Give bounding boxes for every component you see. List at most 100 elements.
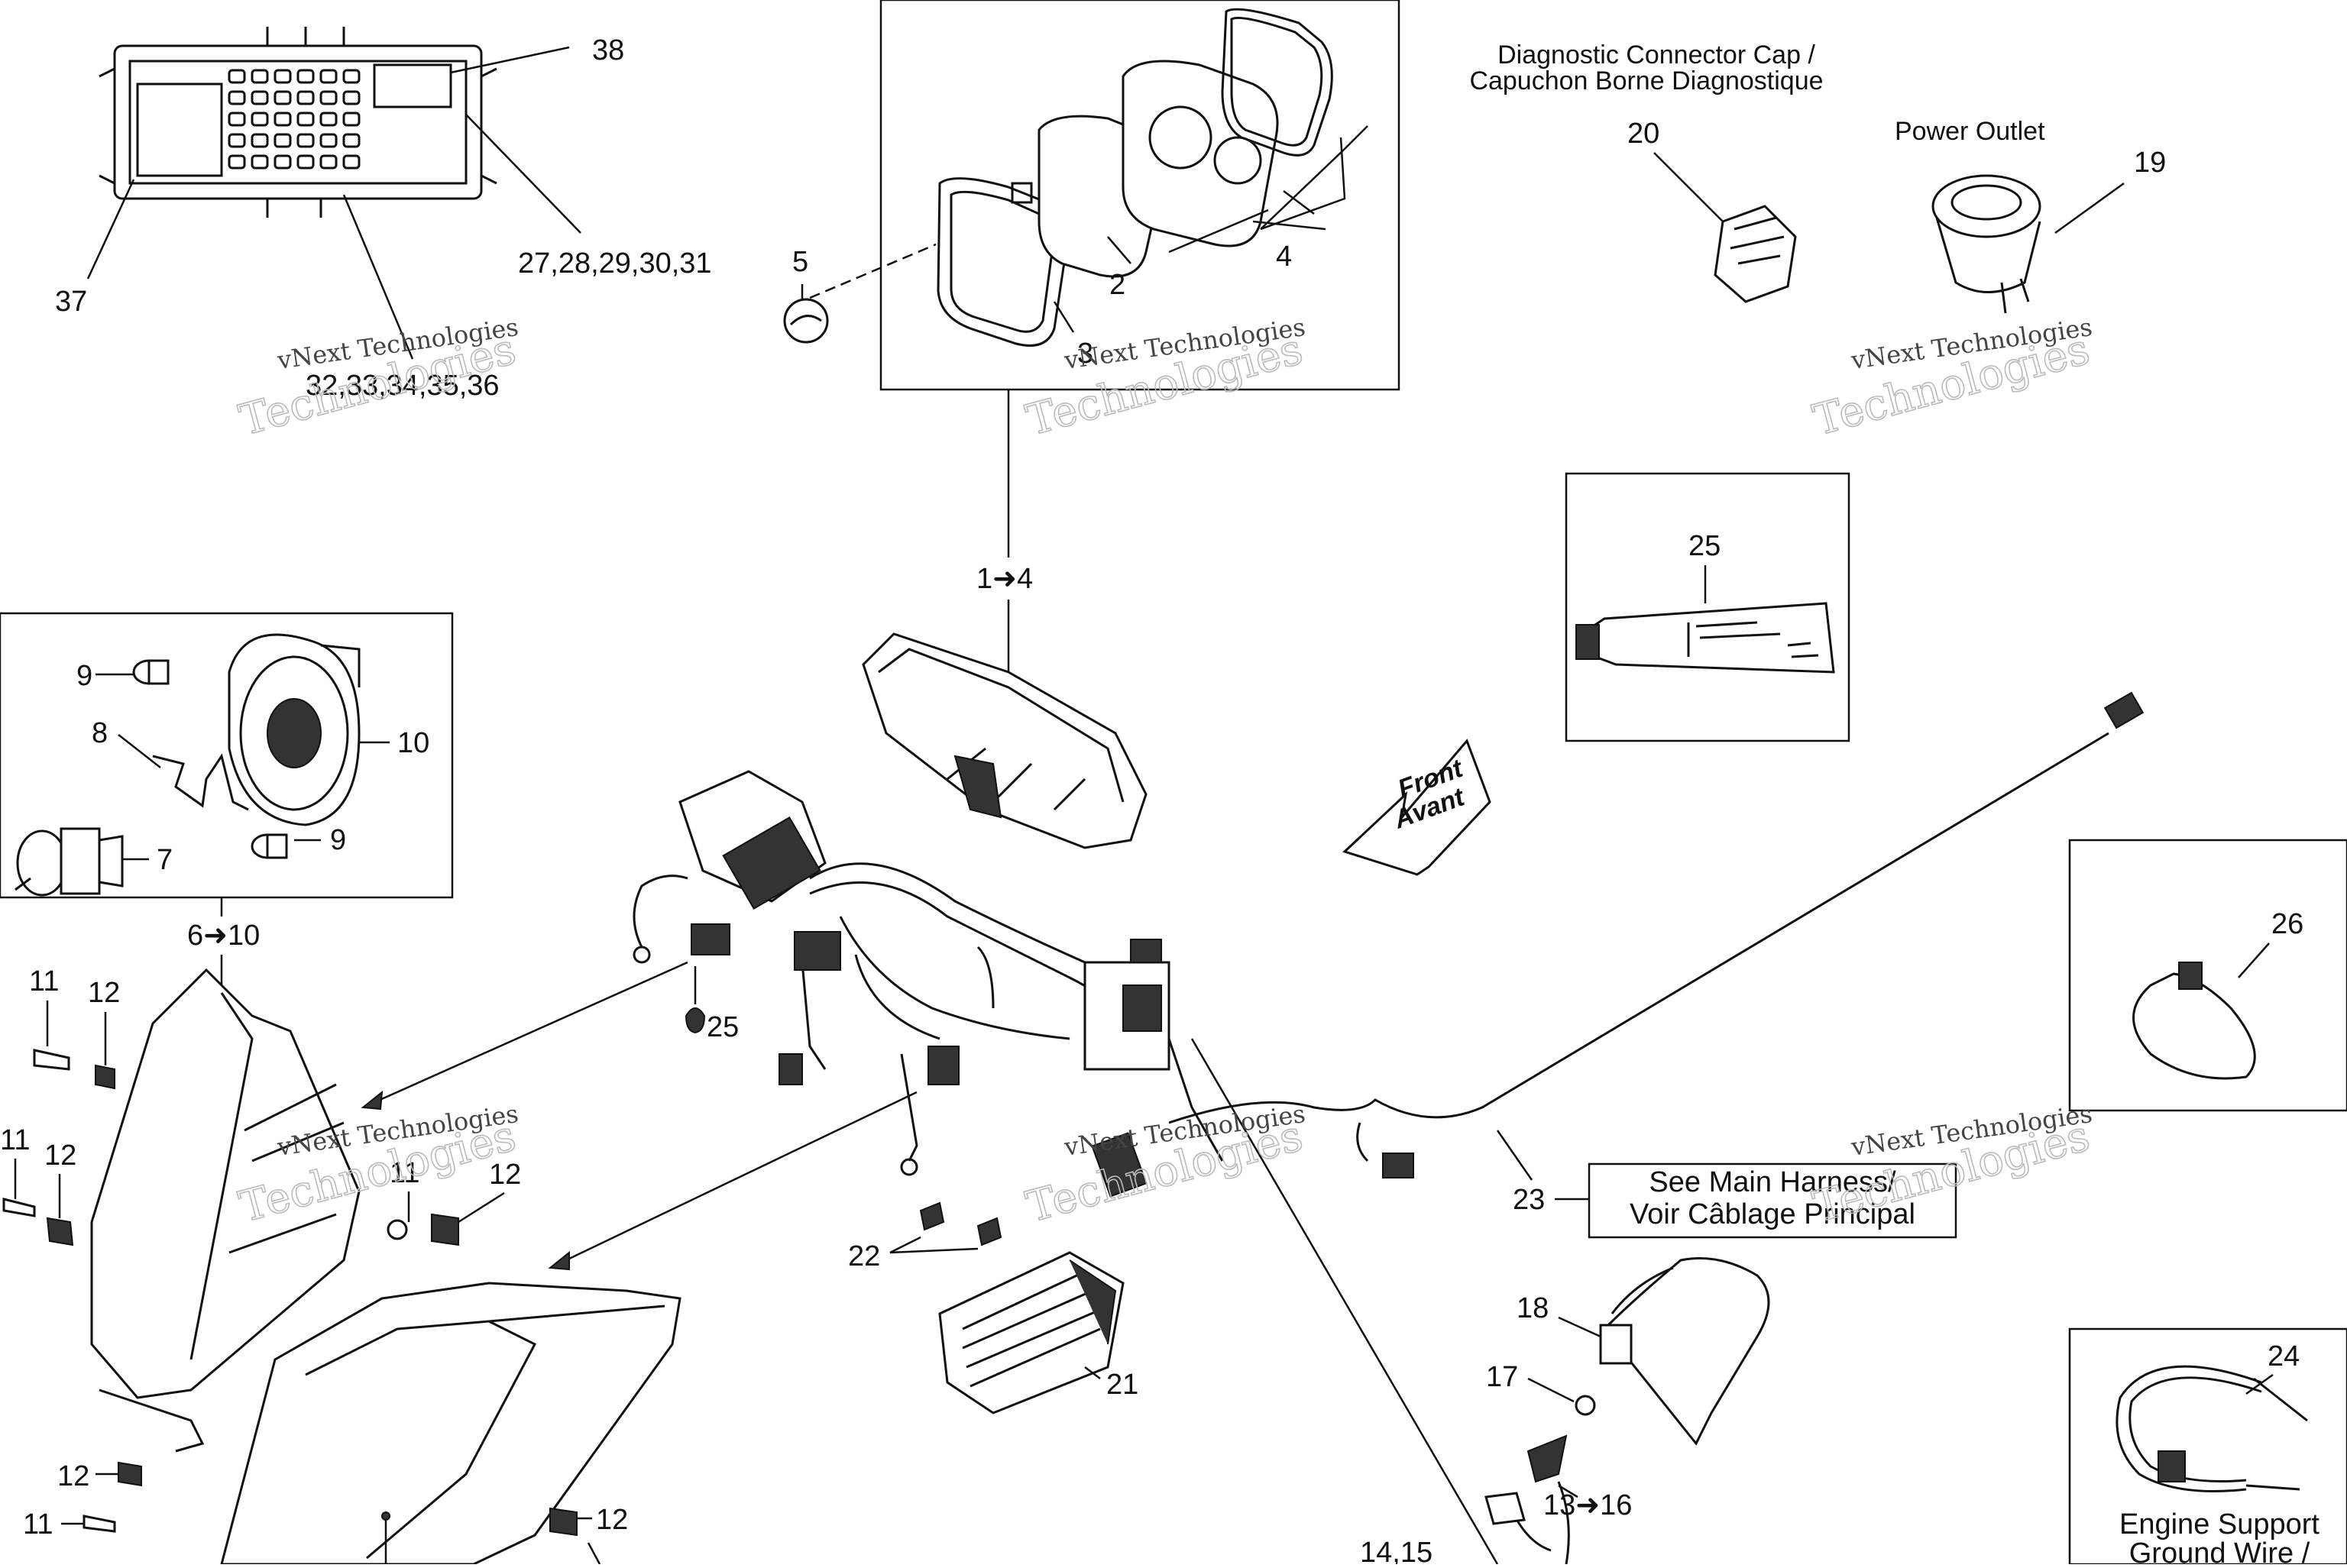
screw-11a <box>33 1049 70 1071</box>
bulb-7 <box>15 827 124 897</box>
watermark-5: vNext Technologies Technologies <box>1021 1099 1308 1233</box>
fuse-slot <box>296 112 315 127</box>
callout-5: 5 <box>792 246 808 278</box>
fuse-slot <box>228 112 246 127</box>
callout-32-36: 32,33,34,35,36 <box>306 370 500 402</box>
grease-box <box>1565 472 1850 742</box>
clamp-26 <box>2132 972 2256 1080</box>
callout-14-15: 14,15 <box>1360 1537 1432 1564</box>
callout-6-10: 6➜10 <box>187 920 260 952</box>
callout-12d: 12 <box>489 1159 521 1191</box>
nuts-22 <box>919 1201 1002 1246</box>
callout-12b: 12 <box>44 1140 76 1172</box>
callout-20: 20 <box>1627 118 1659 150</box>
callout-12a: 12 <box>88 977 120 1009</box>
diag-cap-label-2: Capuchon Borne Diagnostique <box>1469 66 1823 95</box>
power-outlet-label: Power Outlet <box>1895 117 2045 146</box>
voltage-regulator-21 <box>938 1251 1125 1414</box>
fuse-slot <box>228 133 246 148</box>
callout-11b: 11 <box>0 1124 30 1156</box>
cable-23 <box>1168 691 2145 1178</box>
fuse-box <box>99 27 497 218</box>
screw-11d <box>387 1219 408 1240</box>
callout-17: 17 <box>1486 1361 1518 1393</box>
socket-9b <box>251 833 288 859</box>
fuse-slot <box>274 112 292 127</box>
badge-5 <box>783 298 829 344</box>
fuse-slot <box>342 90 361 105</box>
callout-37: 37 <box>55 286 87 318</box>
callout-19: 19 <box>2134 147 2166 179</box>
callout-25-box: 25 <box>1688 530 1721 562</box>
headlight-housing-10 <box>228 633 361 826</box>
instrument-cluster <box>862 632 1148 849</box>
clamp-box <box>2068 839 2347 1112</box>
diag-cap-label-1: Diagnostic Connector Cap / <box>1497 40 1815 70</box>
fuse-slot <box>251 133 269 148</box>
grease-tube <box>1575 602 1835 674</box>
callout-22: 22 <box>848 1240 880 1272</box>
leader-harness-to-left-light <box>362 961 688 1109</box>
fuse-slot <box>228 90 246 105</box>
screw-11b <box>2 1198 36 1217</box>
watermark-1: vNext Technologies Technologies <box>234 312 521 446</box>
callout-12e: 12 <box>596 1504 628 1536</box>
callout-11c: 11 <box>23 1508 53 1541</box>
leader-harness-to-13 <box>1190 1038 1499 1565</box>
fuse-slot <box>251 112 269 127</box>
fuse-slot <box>319 112 338 127</box>
socket-9a <box>132 659 170 685</box>
callout-1-4: 1➜4 <box>976 563 1033 595</box>
fuse-slot <box>319 69 338 84</box>
fuse-slot <box>296 133 315 148</box>
watermark-3: vNext Technologies Technologies <box>1808 312 2095 446</box>
fuse-slot <box>319 133 338 148</box>
diag-connector <box>1714 205 1797 303</box>
leader-27-31 <box>465 114 581 234</box>
clip-12e <box>549 1507 578 1537</box>
callout-4: 4 <box>1276 241 1292 273</box>
callout-8: 8 <box>92 717 108 749</box>
callout-24: 24 <box>2268 1340 2300 1372</box>
wiring-harness <box>633 770 1224 1198</box>
leader-3 <box>1053 301 1075 333</box>
leader-38 <box>450 46 570 74</box>
front-arrow: Front Avant <box>1342 739 1491 876</box>
fuse-slot <box>296 90 315 105</box>
see-main-harness-line1: See Main Harness/ <box>1649 1166 1896 1198</box>
fuse-slot <box>296 69 315 84</box>
callout-26: 26 <box>2271 908 2303 940</box>
fuse-slot <box>342 154 361 170</box>
power-outlet <box>1931 174 2041 314</box>
tether-cord <box>1484 1257 1770 1565</box>
callout-9a: 9 <box>76 660 92 692</box>
callout-11d: 11 <box>390 1157 419 1189</box>
callout-23: 23 <box>1513 1184 1545 1216</box>
callout-9b: 9 <box>330 824 346 856</box>
fuse-slot <box>228 69 246 84</box>
fuse-slot <box>251 69 269 84</box>
engine-support-line2: Ground Wire / <box>2129 1537 2310 1564</box>
fuse-slot <box>296 154 315 170</box>
drop-icon <box>685 1007 706 1034</box>
fuse-slot <box>274 133 292 148</box>
callout-10: 10 <box>397 727 429 759</box>
leader-5-dashed <box>809 243 937 299</box>
fuse-slot <box>342 133 361 148</box>
fuse-slot <box>319 154 338 170</box>
clip-12b <box>46 1217 74 1246</box>
callout-3: 3 <box>1077 338 1093 370</box>
callout-18: 18 <box>1517 1292 1549 1324</box>
leader-4 <box>1260 137 1346 231</box>
leader-2 <box>1107 236 1131 264</box>
fuse-slot <box>251 154 269 170</box>
ground-wire-24 <box>2116 1365 2308 1492</box>
callout-25-drop: 25 <box>707 1011 739 1043</box>
leader-harness-to-right-light <box>549 1091 918 1269</box>
left-headlight <box>90 968 361 1453</box>
fuse-slot <box>342 112 361 127</box>
watermark-2: vNext Technologies Technologies <box>1021 312 1308 446</box>
screw-11c <box>83 1515 116 1533</box>
